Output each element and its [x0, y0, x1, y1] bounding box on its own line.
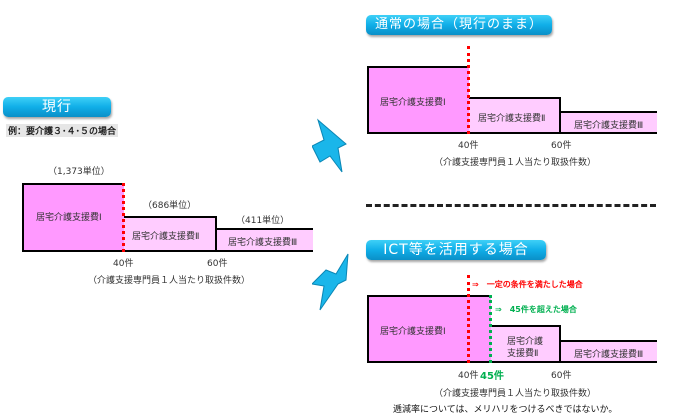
tier3-block — [217, 228, 313, 252]
normal-threshold-40-line — [467, 46, 470, 134]
ict-axis-label: （介護支援専門員１人当たり取扱件数） — [434, 389, 597, 399]
unit-label-2: （686単位） — [143, 201, 197, 211]
tier1-block — [22, 183, 124, 252]
normal-tier1-block — [367, 66, 469, 134]
threshold-40-line — [122, 183, 125, 252]
arrow-down-right-icon — [312, 253, 349, 311]
ict-tier3-block — [561, 340, 657, 363]
threshold-60: 60件 — [207, 259, 228, 269]
ict-threshold-45-line — [489, 295, 492, 363]
tier2-label: 居宅介護支援費Ⅱ — [132, 232, 200, 242]
ict-tier2-label-line1: 居宅介護 — [507, 337, 544, 347]
tier1-label: 居宅介護支援費Ⅰ — [36, 213, 102, 223]
normal-case-badge: 通常の場合（現行のまま） — [366, 15, 552, 35]
normal-tier3-label: 居宅介護支援費Ⅲ — [574, 121, 644, 131]
normal-tier2-block — [469, 97, 561, 134]
conclusion-text: 逓減率については、メリハリをつけるべきではないか。 — [393, 405, 618, 415]
ict-baseline — [367, 361, 657, 363]
tier2-block — [124, 216, 217, 252]
example-label: 例：要介護３･４･５の場合 — [6, 124, 119, 137]
ict-threshold-45: 45件 — [480, 371, 504, 382]
ict-tier1-label: 居宅介護支援費Ⅰ — [380, 327, 446, 337]
baseline — [22, 250, 313, 252]
current-badge: 現行 — [3, 97, 111, 117]
ict-tier3-label: 居宅介護支援費Ⅲ — [574, 350, 644, 360]
normal-axis-label: （介護支援専門員１人当たり取扱件数） — [434, 158, 597, 168]
threshold-40: 40件 — [113, 259, 134, 269]
normal-tier2-label: 居宅介護支援費Ⅱ — [478, 114, 546, 124]
tier3-label: 居宅介護支援費Ⅲ — [228, 238, 298, 248]
ict-tier1-block — [367, 295, 491, 363]
axis-label: （介護支援専門員１人当たり取扱件数） — [88, 276, 251, 286]
green-condition-note: ⇒ 45件を超えた場合 — [495, 305, 577, 314]
normal-tier3-block — [561, 111, 657, 134]
unit-label-1: （1,373単位） — [48, 167, 110, 177]
ict-threshold-60: 60件 — [551, 371, 572, 381]
normal-threshold-40: 40件 — [458, 141, 479, 151]
ict-tier2-label-line2: 支援費Ⅱ — [507, 349, 539, 359]
ict-case-badge: ICT等を活用する場合 — [366, 240, 546, 260]
normal-threshold-60: 60件 — [551, 141, 572, 151]
ict-tier2-block — [491, 325, 561, 363]
red-condition-note: ⇒ 一定の条件を満たした場合 — [472, 280, 583, 289]
normal-baseline — [367, 132, 657, 134]
arrow-up-right-icon — [312, 118, 347, 173]
section-divider — [366, 204, 656, 207]
normal-tier1-label: 居宅介護支援費Ⅰ — [380, 98, 446, 108]
ict-threshold-40-line — [467, 275, 470, 363]
ict-threshold-40: 40件 — [458, 371, 479, 381]
unit-label-3: （411単位） — [236, 216, 290, 226]
